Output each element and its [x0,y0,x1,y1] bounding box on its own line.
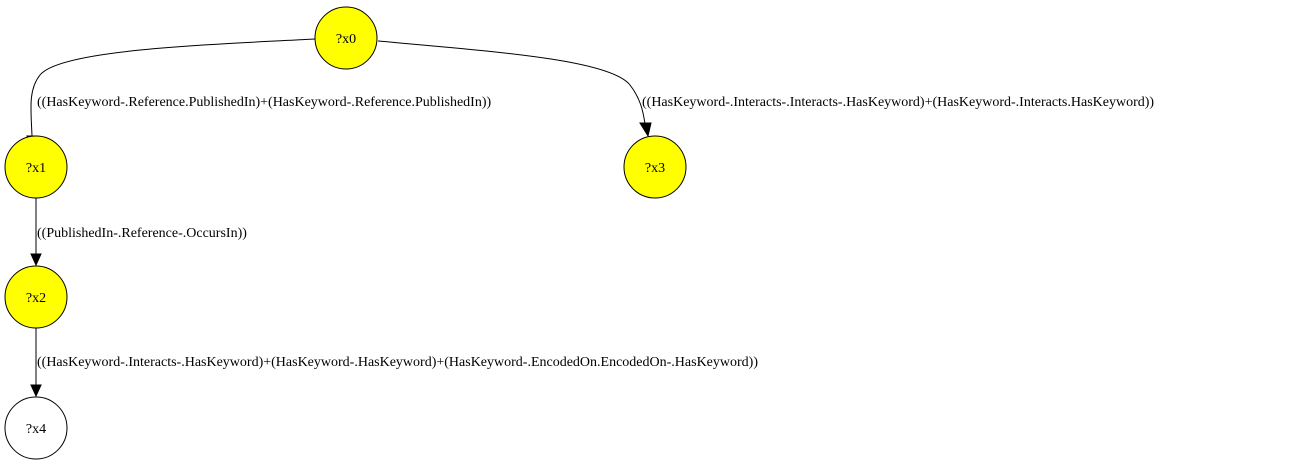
edge-x2-x4: ((HasKeyword-.Interacts-.HasKeyword)+(Ha… [30,328,758,398]
node-x1[interactable]: ?x1 [4,135,68,199]
edge-x2-x4-label: ((HasKeyword-.Interacts-.HasKeyword)+(Ha… [37,355,758,370]
edge-x1-x2-label: ((PublishedIn-.Reference-.OccursIn)) [37,226,247,241]
node-x4-label: ?x4 [26,422,46,437]
node-x3-label: ?x3 [645,161,665,176]
node-x3-circle [623,135,687,199]
node-x0-label: ?x0 [336,32,356,47]
edge-x0-x3-arrowhead [639,122,652,138]
node-x3[interactable]: ?x3 [623,135,687,199]
edge-x0-x1-label: ((HasKeyword-.Reference.PublishedIn)+(Ha… [37,95,492,110]
node-x0-circle [314,6,378,70]
edge-x2-x4-arrowhead [30,384,42,398]
node-x0[interactable]: ?x0 [314,6,378,70]
edge-x1-x2-arrowhead [30,253,42,267]
edge-x0-x1-line [30,38,316,137]
node-x4-circle [4,396,68,460]
node-x2-circle [4,265,68,329]
edge-x0-x1: ((HasKeyword-.Reference.PublishedIn)+(Ha… [26,38,492,149]
node-x1-circle [4,135,68,199]
edge-x1-x2: ((PublishedIn-.Reference-.OccursIn)) [30,198,247,267]
edge-x0-x3-label: ((HasKeyword-.Interacts-.Interacts-.HasK… [642,95,1154,110]
node-x2[interactable]: ?x2 [4,265,68,329]
edge-x0-x3-line [377,40,646,125]
node-x1-label: ?x1 [26,161,46,176]
edge-x0-x3: ((HasKeyword-.Interacts-.Interacts-.HasK… [377,40,1154,138]
node-x2-label: ?x2 [26,291,46,306]
node-x4[interactable]: ?x4 [4,396,68,460]
